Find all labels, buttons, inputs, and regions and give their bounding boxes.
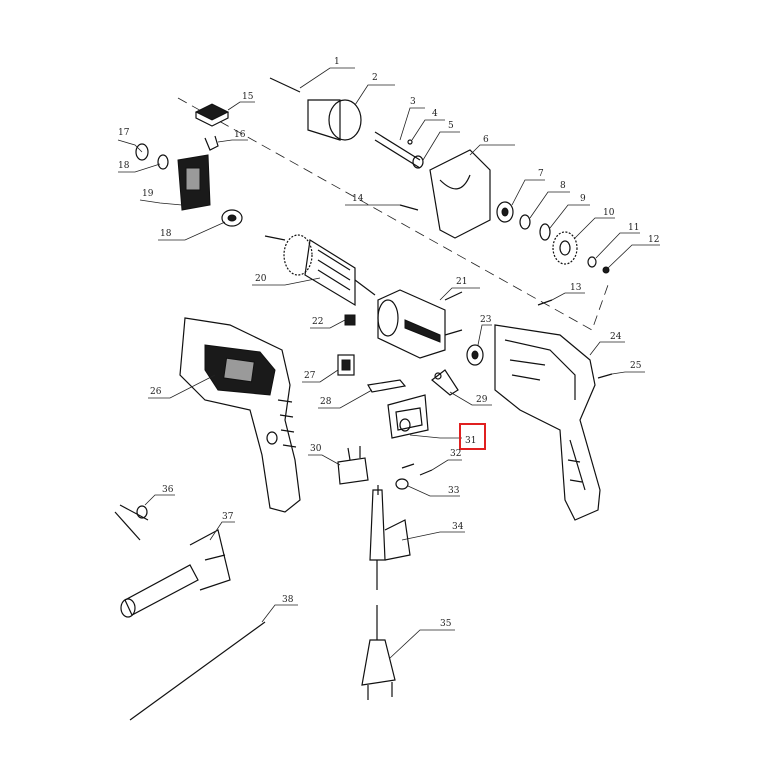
part-7-bearing: 7 — [496, 169, 545, 223]
label-36: 36 — [162, 485, 174, 495]
part-5-ring: 5 — [412, 121, 460, 169]
part-10-gear: 10 — [552, 208, 615, 265]
label-11: 11 — [628, 223, 639, 233]
label-19: 19 — [142, 189, 154, 199]
label-31: 31 — [465, 436, 476, 446]
part-17-small-gear: 17 — [117, 128, 149, 161]
part-16-clip: 16 — [204, 130, 248, 151]
label-1: 1 — [334, 57, 340, 67]
label-22: 22 — [312, 317, 323, 327]
part-23-bearing: 23 — [466, 315, 492, 366]
label-35: 35 — [440, 619, 452, 629]
part-20-armature: 20 — [252, 234, 376, 307]
part-14-screw: 14 — [345, 194, 419, 211]
part-30-terminal: 30 — [308, 444, 369, 485]
highlight-box-31 — [459, 423, 486, 450]
part-21-stator: 21 — [377, 277, 480, 359]
label-14: 14 — [352, 194, 364, 204]
label-34: 34 — [452, 522, 464, 532]
part-19-switch: 19 — [139, 154, 211, 211]
part-8-clip: 8 — [519, 181, 570, 230]
label-27: 27 — [304, 371, 316, 381]
part-34-cable-sleeve: 34 — [369, 485, 465, 640]
label-28: 28 — [320, 397, 332, 407]
part-25-screw: 25 — [597, 361, 645, 379]
label-24: 24 — [610, 332, 622, 342]
label-3: 3 — [410, 97, 416, 107]
label-6: 6 — [483, 135, 489, 145]
label-13: 13 — [570, 283, 582, 293]
part-4-pin: 4 — [407, 109, 445, 145]
part-29-brush-holder: 29 — [431, 369, 492, 406]
label-33: 33 — [448, 486, 460, 496]
label-2: 2 — [372, 73, 378, 83]
part-28-plate: 28 — [318, 379, 407, 409]
label-9: 9 — [580, 194, 586, 204]
part-9-washer: 9 — [539, 194, 590, 241]
part-1-screw: 1 — [269, 57, 355, 93]
label-15: 15 — [242, 92, 254, 102]
part-15-switch-button: 15 — [194, 92, 255, 127]
label-17: 17 — [118, 128, 130, 138]
label-30: 30 — [310, 444, 322, 454]
part-35-plug: 35 — [361, 619, 455, 700]
label-38: 38 — [282, 595, 294, 605]
label-4: 4 — [432, 109, 438, 119]
part-18-washer-top: 18 — [118, 154, 169, 173]
part-13-screw: 13 — [537, 283, 585, 306]
part-38-depth-rod: 38 — [129, 595, 298, 721]
part-27-capacitor: 27 — [302, 354, 355, 383]
part-31-cable-clamp: 31 — [387, 394, 486, 450]
label-18b: 18 — [160, 229, 172, 239]
label-23: 23 — [480, 315, 492, 325]
part-33-grommet: 33 — [395, 478, 460, 497]
part-22-carbon-brush: 22 — [310, 314, 356, 329]
label-32: 32 — [450, 449, 461, 459]
label-16: 16 — [234, 130, 246, 140]
label-20: 20 — [255, 274, 267, 284]
part-26-left-housing: 26 — [148, 317, 301, 513]
label-25: 25 — [630, 361, 642, 371]
part-2-chuck: 2 — [307, 73, 395, 141]
part-24-right-housing: 24 — [494, 324, 625, 521]
label-21: 21 — [456, 277, 467, 287]
part-36-chuck-key: 36 — [114, 485, 175, 541]
label-8: 8 — [560, 181, 566, 191]
label-29: 29 — [476, 395, 488, 405]
part-11-nut: 11 — [587, 223, 640, 268]
label-7: 7 — [538, 169, 544, 179]
part-12-screw: 12 — [602, 235, 660, 274]
part-6-gear-housing: 6 — [429, 135, 515, 239]
label-26: 26 — [150, 387, 162, 397]
label-18a: 18 — [118, 161, 130, 171]
label-10: 10 — [603, 208, 615, 218]
part-32-screws: 32 — [401, 449, 462, 476]
label-5: 5 — [448, 121, 454, 131]
part-18-bearing: 18 — [158, 209, 243, 241]
part-3-spindle: 3 — [374, 97, 425, 169]
label-12: 12 — [648, 235, 659, 245]
part-37-side-handle: 37 — [120, 512, 235, 618]
label-37: 37 — [222, 512, 234, 522]
